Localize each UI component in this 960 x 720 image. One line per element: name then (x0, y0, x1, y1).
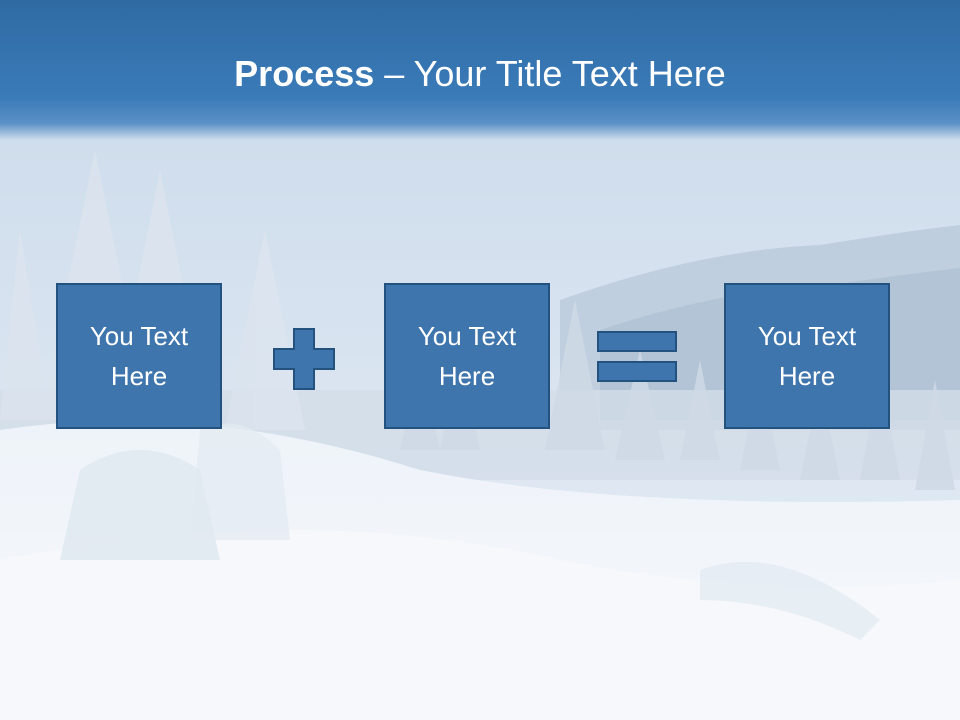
equals-icon[interactable] (596, 329, 678, 385)
title-rest: – Your Title Text Here (374, 53, 726, 94)
process-box-1[interactable]: You Text Here (56, 283, 222, 429)
title-band (0, 0, 960, 140)
process-box-2-text: You Text Here (417, 321, 517, 391)
process-box-2[interactable]: You Text Here (384, 283, 550, 429)
process-box-3[interactable]: You Text Here (724, 283, 890, 429)
slide-title[interactable]: Process – Your Title Text Here (0, 52, 960, 96)
title-bold-part: Process (234, 53, 375, 94)
process-box-1-text: You Text Here (89, 321, 189, 391)
plus-icon[interactable] (272, 327, 336, 391)
process-box-3-text: You Text Here (757, 321, 857, 391)
